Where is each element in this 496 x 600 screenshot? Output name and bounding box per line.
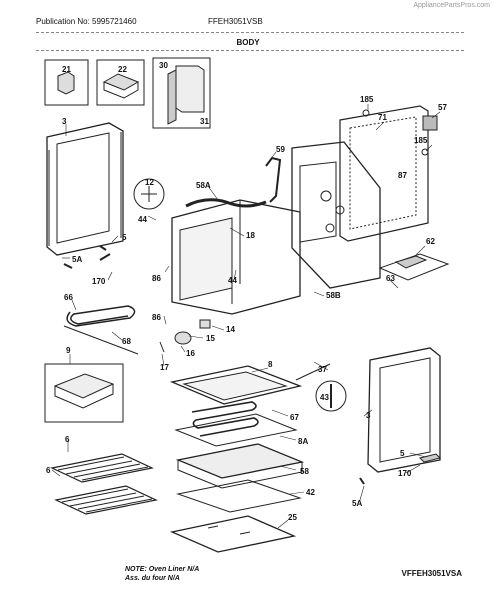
header-rule: [36, 32, 464, 33]
hinges-and-feet: [63, 245, 441, 485]
label-68: 68: [122, 337, 131, 346]
inset-part-30-31: [152, 57, 211, 129]
inset-part-21: [44, 59, 89, 106]
label-6-lower: 6: [46, 466, 51, 475]
label-58: 58: [300, 467, 309, 476]
diagram-reference: VFFEH3051VSA: [401, 569, 462, 578]
label-12: 12: [145, 178, 154, 187]
label-5-right: 5: [400, 449, 405, 458]
label-14: 14: [226, 325, 235, 334]
oven-racks: [50, 453, 158, 515]
label-170: 170: [92, 277, 106, 286]
oven-cavity: [171, 156, 301, 315]
note-line-1: NOTE: Oven Liner N/A: [125, 566, 200, 573]
watermark: AppliancePartsPros.com: [413, 2, 490, 9]
label-87: 87: [398, 171, 407, 180]
bottom-pan: [169, 365, 303, 405]
oven-door-left: [46, 122, 124, 256]
label-3-right: 3: [366, 411, 371, 420]
bottom-plates: [169, 479, 302, 553]
label-67: 67: [290, 413, 299, 422]
label-42: 42: [306, 488, 315, 497]
note-line-2: Ass. du four N/A: [125, 575, 180, 582]
label-86: 86: [152, 274, 161, 283]
label-58a: 58A: [196, 181, 211, 190]
label-18: 18: [246, 231, 255, 240]
label-43: 43: [320, 393, 329, 402]
label-31: 31: [200, 117, 209, 126]
label-63: 63: [386, 274, 395, 283]
terminal-block-inset: [378, 253, 450, 281]
label-185: 185: [360, 95, 374, 104]
insulation: [174, 413, 305, 489]
label-22: 22: [118, 65, 127, 74]
label-15: 15: [206, 334, 215, 343]
title-rule: [36, 50, 464, 51]
thermostat-inset: [133, 178, 165, 210]
label-57: 57: [438, 103, 447, 112]
label-37: 37: [318, 365, 327, 374]
label-8a: 8A: [298, 437, 308, 446]
small-parts: [159, 319, 331, 381]
label-5: 5: [122, 233, 127, 242]
oven-door-right: [367, 347, 441, 473]
label-71: 71: [378, 113, 387, 122]
screw-inset: [315, 380, 347, 412]
label-25: 25: [288, 513, 297, 522]
inset-part-9: [44, 363, 124, 423]
label-44-lower: 44: [228, 276, 237, 285]
label-16: 16: [186, 349, 195, 358]
leader-lines: [51, 104, 441, 529]
label-66: 66: [64, 293, 73, 302]
publication-number: Publication No: 5995721460: [36, 17, 137, 26]
oven-cabinet: [291, 141, 381, 289]
label-30: 30: [159, 61, 168, 70]
broil-element: [63, 305, 139, 355]
section-title: BODY: [236, 38, 260, 47]
label-21: 21: [62, 65, 71, 74]
model-number: FFEH3051VSB: [208, 17, 263, 26]
label-5a-right: 5A: [352, 499, 362, 508]
bake-element: [191, 401, 259, 437]
label-58b: 58B: [326, 291, 341, 300]
label-5a: 5A: [72, 255, 82, 264]
label-170-right: 170: [398, 469, 412, 478]
label-6: 6: [65, 435, 70, 444]
label-9: 9: [66, 346, 71, 355]
label-185-right: 185: [414, 136, 428, 145]
label-44: 44: [138, 215, 147, 224]
label-3: 3: [62, 117, 67, 126]
label-17: 17: [160, 363, 169, 372]
label-59: 59: [276, 145, 285, 154]
callout-labels: 21 22 30 31 3 185 57 71 185 87 59 12 58A…: [46, 61, 447, 522]
label-62: 62: [426, 237, 435, 246]
label-86-lower: 86: [152, 313, 161, 322]
rear-panel: [339, 105, 438, 242]
inset-part-22: [96, 59, 145, 106]
label-8: 8: [268, 360, 273, 369]
